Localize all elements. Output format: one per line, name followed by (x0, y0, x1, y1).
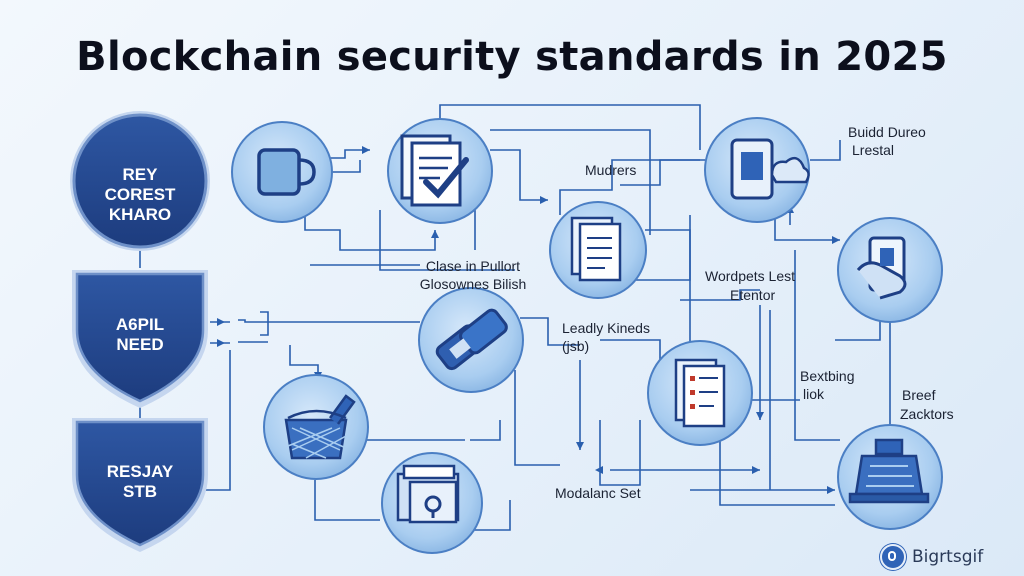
shield-1-label: A6PIL NEED (115, 315, 165, 354)
node-stacked-documents (549, 201, 647, 299)
watermark: Bigrtsgif (880, 544, 983, 570)
label-clase-in-pullort: Clase in Pullort (425, 258, 521, 274)
hand-device-icon (856, 236, 907, 300)
shield-badge-2 (72, 418, 208, 552)
label-jsb: (jsb) (562, 338, 590, 354)
checklist-papers-icon (674, 358, 726, 428)
node-document-check (387, 118, 493, 224)
basket-icon (284, 394, 356, 460)
shield-2-label: RESJAY STB (106, 462, 174, 501)
node-basket (263, 374, 369, 480)
cup-icon (257, 148, 316, 196)
diagram-title: Blockchain security standards in 2025 (76, 34, 948, 80)
label-leadly-kineds: Leadly Kineds (562, 320, 650, 336)
label-mudrers: Mudrers (585, 162, 637, 178)
label-liok: liok (803, 386, 825, 402)
label-bextbing: Bextbing (800, 368, 855, 384)
top-circle-badge (70, 111, 210, 251)
shield-badge-1 (72, 270, 208, 408)
watermark-text: Bigrtsgif (912, 547, 984, 567)
node-server-stand (837, 424, 943, 530)
node-mobile-cloud (704, 117, 810, 223)
node-hand-device (837, 217, 943, 323)
top-circle-label: REY COREST KHARO (104, 165, 176, 224)
chain-link-icon (435, 308, 508, 371)
server-stand-icon (848, 438, 930, 504)
label-breef: Breef (902, 387, 936, 403)
label-lrestal: Lrestal (852, 142, 895, 158)
label-modalanc-set: Modalanc Set (555, 485, 641, 501)
document-check-icon (400, 134, 469, 207)
mobile-cloud-icon (730, 138, 810, 200)
label-build-dureo: Buidd Dureo (848, 124, 926, 140)
label-wordpets-lest: Wordpets Lest (705, 268, 796, 284)
archive-box-icon (396, 464, 460, 524)
label-etentor: Etentor (730, 287, 776, 303)
label-zacktors: Zacktors (900, 406, 954, 422)
node-checklist-papers (647, 340, 753, 446)
node-cup (231, 121, 333, 223)
watermark-logo-icon (880, 544, 906, 570)
stacked-documents-icon (570, 216, 622, 282)
label-glosownes-bilish: Glosownes Bilish (419, 276, 527, 292)
node-chain-link (418, 287, 524, 393)
node-archive-box (381, 452, 483, 554)
